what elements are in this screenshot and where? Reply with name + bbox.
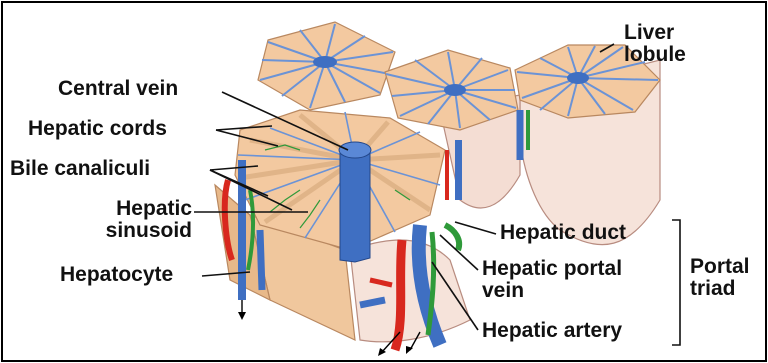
portal-triad-bracket	[672, 220, 680, 345]
label-hepatic-portal-vein-line2: vein	[482, 280, 622, 302]
lobule-left	[258, 22, 395, 110]
label-hepatocyte: Hepatocyte	[60, 264, 173, 286]
label-hepatic-portal-vein-line1: Hepatic portal	[482, 258, 622, 280]
label-portal-triad: Portal triad	[690, 256, 750, 300]
label-hepatic-portal-vein: Hepatic portal vein	[482, 258, 622, 302]
leader-hepatic-duct	[455, 222, 496, 234]
label-hepatic-sinusoid-line2: sinusoid	[80, 220, 192, 242]
label-hepatic-sinusoid-line1: Hepatic	[80, 198, 192, 220]
label-liver-lobule-line2: lobule	[624, 44, 686, 66]
label-liver-lobule: Liver lobule	[624, 22, 686, 66]
label-hepatic-duct: Hepatic duct	[500, 222, 626, 244]
label-liver-lobule-line1: Liver	[624, 22, 686, 44]
label-hepatic-sinusoid: Hepatic sinusoid	[80, 198, 192, 242]
label-hepatic-cords: Hepatic cords	[28, 118, 167, 140]
label-bile-canaliculi: Bile canaliculi	[10, 158, 150, 180]
label-hepatic-artery: Hepatic artery	[482, 320, 622, 342]
label-central-vein: Central vein	[58, 78, 178, 100]
label-portal-triad-line1: Portal	[690, 256, 750, 278]
label-portal-triad-line2: triad	[690, 278, 750, 300]
